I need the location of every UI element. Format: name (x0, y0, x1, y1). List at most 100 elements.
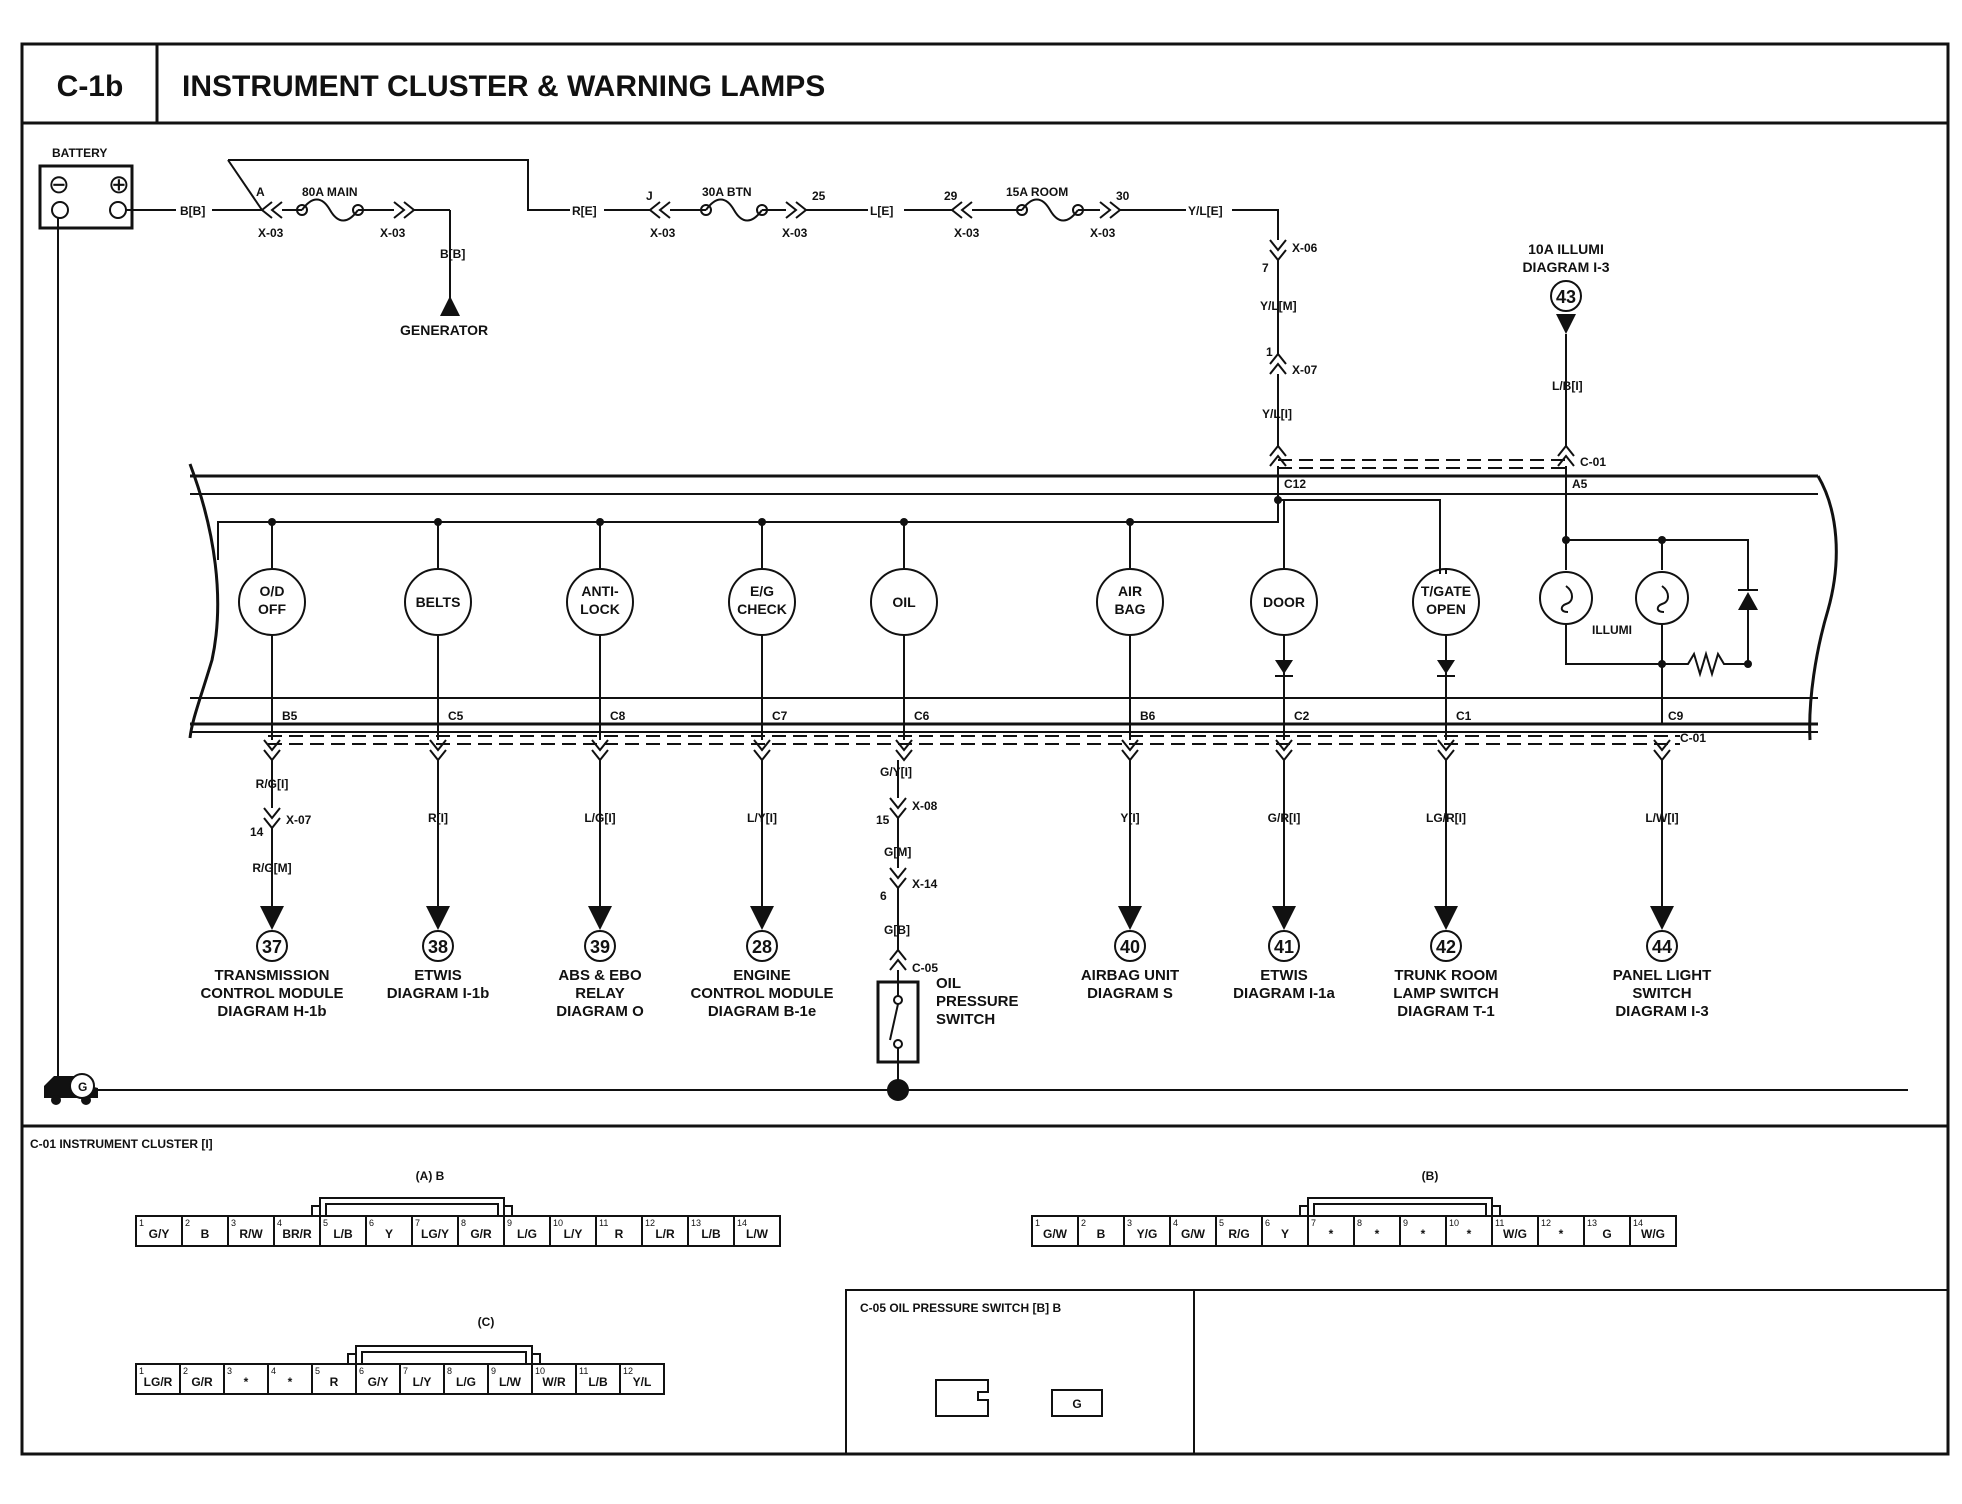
pin-number: 11 (1495, 1218, 1504, 1228)
lamp-wire-color: LG/R[I] (1426, 811, 1466, 825)
lamp-dest-arrow-icon (426, 906, 450, 930)
oil-switch-label2: PRESSURE (936, 993, 1019, 1010)
pin-number: 7 (415, 1218, 420, 1228)
lamp-label-line1: T/GATE (1421, 583, 1471, 599)
connector-latch-inner (1313, 1203, 1487, 1216)
pin-color: R (330, 1375, 339, 1389)
pin-number: 13 (1587, 1218, 1597, 1228)
lamp-dest-line1: ENGINE (733, 967, 791, 984)
c05-connector: C-05 (912, 961, 938, 975)
lamp-dest-line1: ETWIS (1260, 967, 1308, 984)
panel-ref-circle[interactable] (1646, 930, 1678, 962)
x07-connector-icon (1269, 352, 1287, 375)
panel-connector-label: C-01 (1680, 731, 1706, 745)
lamp-wire-color: Y[I] (1120, 811, 1139, 825)
lamp-dest-arrow-icon (588, 906, 612, 930)
x06-connector: X-06 (1292, 241, 1318, 255)
pin-number: 14 (1633, 1218, 1643, 1228)
pin-number: 6 (369, 1218, 374, 1228)
lamp-ref-circle[interactable] (422, 930, 454, 962)
illumi-ref-circle[interactable] (1550, 280, 1582, 312)
pin-color: G/W (1181, 1227, 1206, 1241)
fuse3-end-a (1016, 204, 1028, 216)
lamp-dest-arrow-icon (750, 906, 774, 930)
pin-color: W/R (542, 1375, 566, 1389)
lamp-pin: C1 (1456, 709, 1472, 723)
illumi-fuse-diagram: DIAGRAM I-3 (1522, 259, 1609, 275)
fuse1-out-connector: X-03 (380, 226, 406, 240)
lamp-ref-circle[interactable] (1430, 930, 1462, 962)
lamp-dest-line2: LAMP SWITCH (1393, 985, 1499, 1002)
illumi-bus (1566, 539, 1749, 590)
pin-color: G (1602, 1227, 1611, 1241)
pin-color: G/R (470, 1227, 492, 1241)
lamp-ref-circle[interactable] (1114, 930, 1146, 962)
conn-b-label: (B) (1422, 1169, 1439, 1183)
lamp-dest-line1: AIRBAG UNIT (1081, 967, 1179, 984)
bus-junction (434, 518, 442, 526)
lamp-dest-line2: DIAGRAM S (1087, 985, 1173, 1002)
pin-number: 1 (139, 1218, 144, 1228)
generator-label: GENERATOR (400, 322, 488, 338)
connector-tab (311, 1205, 321, 1217)
lamp-pin: B6 (1140, 709, 1156, 723)
pin-number: 14 (737, 1218, 747, 1228)
fuse3-in-connector: X-03 (954, 226, 980, 240)
pin-color: * (1375, 1227, 1380, 1241)
lamp-dest-line3: DIAGRAM T-1 (1397, 1003, 1495, 1020)
lamp-ref-number: 28 (752, 937, 772, 957)
bottom-title: C-01 INSTRUMENT CLUSTER [I] (30, 1137, 213, 1151)
battery-wire-color: B[B] (180, 204, 205, 218)
pin-number: 3 (1127, 1218, 1132, 1228)
fuse1-output-wire-color: R[E] (572, 204, 597, 218)
fuse1-name: 80A MAIN (302, 185, 358, 199)
ground-circle (69, 1073, 95, 1099)
cluster-left-edge (188, 463, 220, 739)
pin-color: W/G (1503, 1227, 1527, 1241)
lamp-wire-color: G/R[I] (1268, 811, 1301, 825)
illumi-fuse-name: 10A ILLUMI (1528, 241, 1604, 257)
fuse2-in-connector-icon (648, 201, 671, 219)
fuse1-end-a (296, 204, 308, 216)
pin-number: 2 (183, 1366, 188, 1376)
bus-junction (1126, 518, 1134, 526)
lamp-diode-icon (1437, 660, 1455, 674)
fuse3-name: 15A ROOM (1006, 185, 1068, 199)
fuse1-in-connector: X-03 (258, 226, 284, 240)
generator-wire-color: B[B] (440, 247, 465, 261)
panel-dest-line3: DIAGRAM I-3 (1615, 1003, 1708, 1020)
pin-number: 3 (231, 1218, 236, 1228)
lamp-wire-color: R/G[I] (256, 777, 289, 791)
lamp-ref-number: 39 (590, 937, 610, 957)
battery-label: BATTERY (52, 146, 107, 160)
pin-color: L/G (517, 1227, 537, 1241)
pin-color: L/W (499, 1375, 522, 1389)
connector-c: 1LG/R2G/R3*4*5R6G/Y7L/Y8L/G9L/W10W/R11L/… (135, 1345, 665, 1395)
battery-plus-icon: ⊕ (108, 169, 130, 199)
pin-number: 10 (553, 1218, 563, 1228)
feed-wire-color-m: Y/L[M] (1260, 299, 1297, 313)
fuse3-out-connector: X-03 (1090, 226, 1116, 240)
lamp-diode-icon (1275, 660, 1293, 674)
ground-label: G (78, 1080, 87, 1094)
generator-arrow-icon (440, 296, 460, 316)
resistor-icon (1662, 650, 1748, 678)
a5-pin: A5 (1572, 477, 1588, 491)
pin-color: L/B (588, 1375, 608, 1389)
illumi-label: ILLUMI (1592, 623, 1632, 637)
lamp-dest-line2: DIAGRAM I-1b (387, 985, 490, 1002)
lamp-ref-circle[interactable] (746, 930, 778, 962)
pin-number: 1 (1035, 1218, 1040, 1228)
lamp-ref-circle[interactable] (1268, 930, 1300, 962)
lamp-pin: B5 (282, 709, 298, 723)
lamp-ref-circle[interactable] (256, 930, 288, 962)
connector-tab (503, 1205, 513, 1217)
warning-bus (217, 500, 1279, 560)
oil-switch-contact-a (893, 995, 903, 1005)
fuse3-in-pin: 29 (944, 189, 958, 203)
lamp-ref-circle[interactable] (584, 930, 616, 962)
